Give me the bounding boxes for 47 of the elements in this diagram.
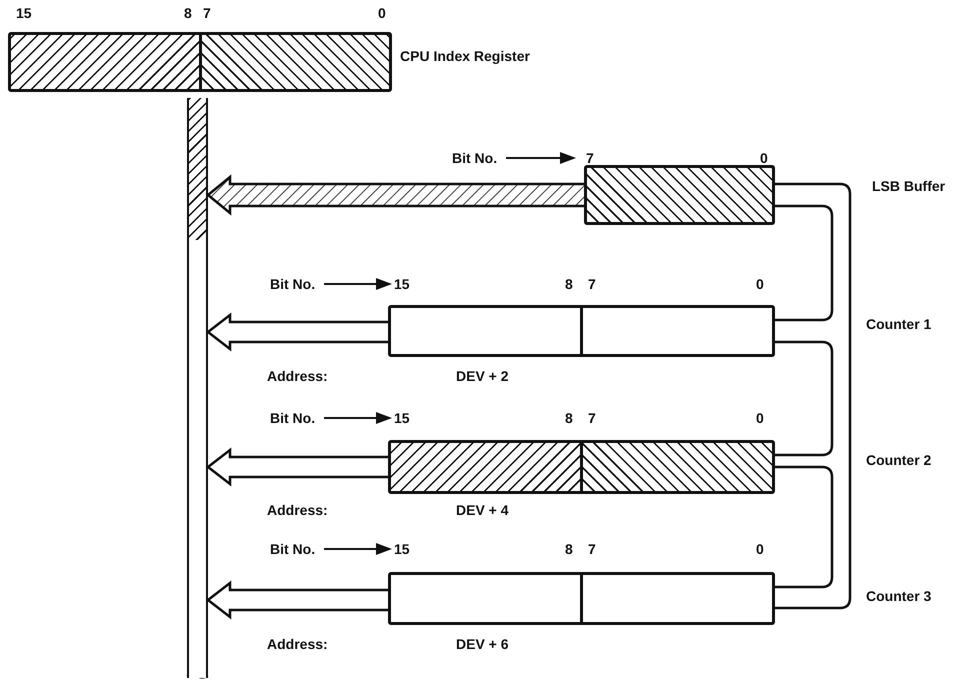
bit-label: Address: — [267, 368, 328, 384]
connector-line — [775, 182, 852, 610]
wide-arrow — [206, 447, 390, 487]
bit-label: 8 — [565, 410, 573, 426]
bit-label: 0 — [756, 541, 764, 557]
bit-label: Bit No. — [270, 276, 316, 292]
bit-label: Bit No. — [270, 410, 316, 426]
register — [388, 440, 775, 494]
bit-label: Address: — [267, 502, 328, 518]
bit-label: 0 — [756, 410, 764, 426]
bit-label: Bit No. — [270, 541, 316, 557]
register — [584, 165, 775, 225]
bit-label: 0 — [756, 276, 764, 292]
bit-label: LSB Buffer — [872, 178, 946, 194]
bit-label: Bit No. — [452, 150, 498, 166]
wide-arrow — [206, 312, 390, 352]
bit-label: 7 — [203, 5, 211, 21]
bit-label: 15 — [394, 541, 410, 557]
bit-label: 7 — [586, 150, 594, 166]
register — [388, 572, 775, 625]
bit-label: DEV + 6 — [456, 636, 509, 652]
register-name: CPU Index Register — [400, 48, 530, 64]
bit-label: Counter 2 — [866, 452, 932, 468]
bit-label: DEV + 2 — [456, 368, 509, 384]
bit-label: 7 — [588, 410, 596, 426]
bit-label: 15 — [16, 5, 32, 21]
wide-arrow — [206, 174, 586, 216]
register — [8, 32, 392, 92]
bit-label: 15 — [394, 410, 410, 426]
bit-label: 8 — [565, 276, 573, 292]
bit-label: 15 — [394, 276, 410, 292]
bit-label: 0 — [378, 5, 386, 21]
bit-label: Counter 1 — [866, 316, 932, 332]
bit-label: 0 — [760, 150, 768, 166]
connector-line — [775, 340, 834, 456]
bit-label: 7 — [588, 276, 596, 292]
bit-label: 7 — [588, 541, 596, 557]
bit-label: 8 — [184, 5, 192, 21]
bit-label: Counter 3 — [866, 588, 932, 604]
bit-label: 8 — [565, 541, 573, 557]
connector-line — [775, 466, 834, 588]
connector-line — [775, 204, 834, 322]
bit-label: DEV + 4 — [456, 502, 509, 518]
data-bus — [187, 98, 208, 678]
wide-arrow — [206, 580, 390, 620]
bit-label: Address: — [267, 636, 328, 652]
register — [388, 305, 775, 357]
